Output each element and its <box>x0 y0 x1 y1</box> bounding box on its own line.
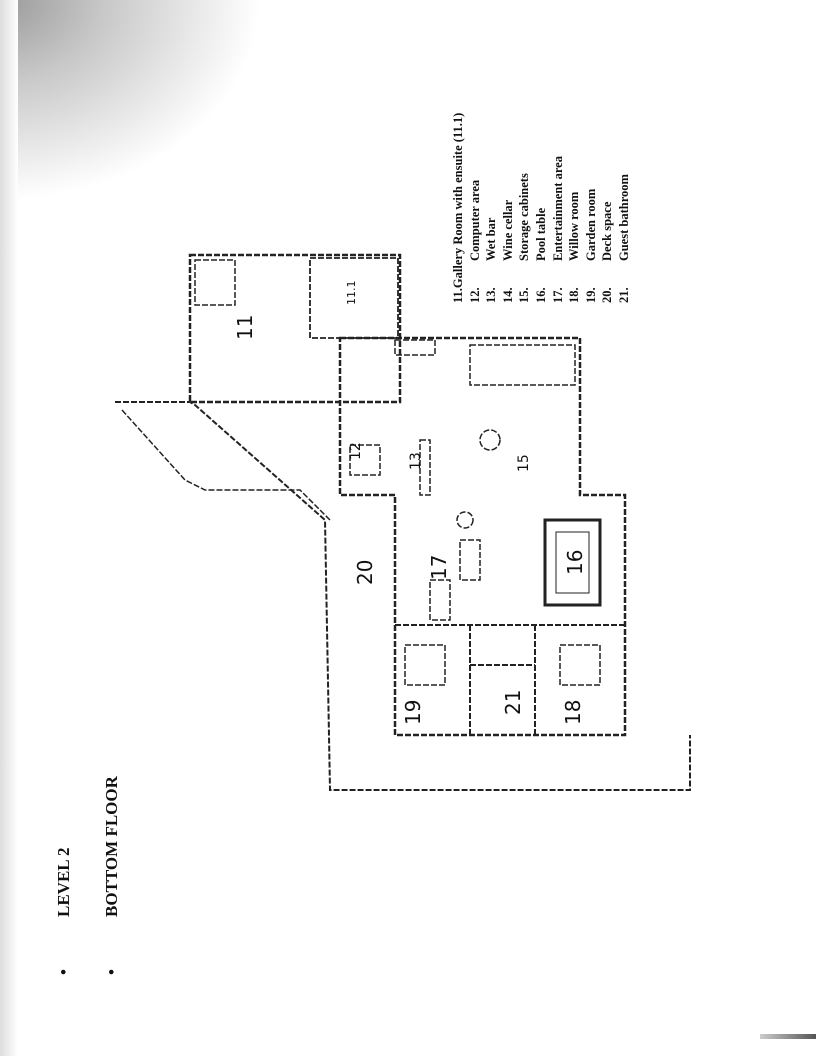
plan-label-11: 11 <box>233 315 257 340</box>
legend-num: 21. <box>616 287 631 303</box>
scan-edge <box>0 0 18 1056</box>
room-11-wall <box>188 253 402 404</box>
legend-item: 19. Garden room <box>583 128 600 303</box>
central-wall <box>338 336 627 737</box>
title-item: • BOTTOM FLOOR <box>92 745 140 975</box>
legend-num: 18. <box>567 287 582 303</box>
legend-item: 12. Computer area <box>467 128 484 303</box>
plan-label-12: 12 <box>348 442 364 460</box>
legend-label: Gallery Room with ensuite (11.1) <box>451 112 465 289</box>
plan-label-11-1: 11.1 <box>345 281 358 306</box>
legend-label: Pool table <box>533 207 548 261</box>
deck-inner <box>121 409 331 521</box>
legend-label: Computer area <box>467 179 482 261</box>
legend-num: 11. <box>451 288 465 303</box>
legend-item: 17. Entertainment area <box>550 128 567 303</box>
plan-label-17: 17 <box>427 555 451 580</box>
legend-label: Guest bathroom <box>616 174 631 261</box>
legend-num: 12. <box>467 287 482 303</box>
plan-label-16: 16 <box>563 550 587 575</box>
legend-item: 18. Willow room <box>566 128 583 303</box>
legend-item: 20. Deck space <box>599 128 616 303</box>
legend-num: 17. <box>550 287 565 303</box>
room-legend: 11.Gallery Room with ensuite (11.1) 12. C… <box>450 113 633 303</box>
title-floor: BOTTOM FLOOR <box>102 776 121 917</box>
legend-item: 11.Gallery Room with ensuite (11.1) <box>450 113 467 303</box>
legend-label: Entertainment area <box>550 156 565 261</box>
legend-label: Wine cellar <box>500 199 515 261</box>
plan-label-13: 13 <box>408 452 424 470</box>
legend-item: 15. Storage cabinets <box>516 128 533 303</box>
legend-item: 14. Wine cellar <box>500 128 517 303</box>
legend-label: Deck space <box>600 201 615 261</box>
legend-label: Wet bar <box>484 217 499 261</box>
plan-label-18: 18 <box>561 700 585 725</box>
legend-label: Storage cabinets <box>517 173 532 261</box>
legend-num: 20. <box>600 287 615 303</box>
legend-item: 16. Pool table <box>533 128 550 303</box>
title-item: • LEVEL 2 <box>44 745 92 975</box>
page-title-list: • LEVEL 2 • BOTTOM FLOOR <box>44 745 140 975</box>
legend-num: 19. <box>583 287 598 303</box>
lower-rooms-wall <box>395 624 625 735</box>
bullet-icon: • <box>102 969 121 975</box>
legend-num: 15. <box>517 287 532 303</box>
pool-table <box>543 518 602 607</box>
legend-num: 13. <box>484 287 499 303</box>
plan-label-15: 15 <box>516 454 532 472</box>
plan-label-19: 19 <box>401 700 425 725</box>
plan-label-20: 20 <box>353 560 377 585</box>
legend-num: 16. <box>533 287 548 303</box>
legend-label: Garden room <box>583 188 598 261</box>
plan-label-21: 21 <box>501 690 525 715</box>
legend-item: 21. Guest bathroom <box>616 128 633 303</box>
legend-item: 13. Wet bar <box>483 128 500 303</box>
legend-num: 14. <box>500 287 515 303</box>
deck-outline <box>115 401 691 791</box>
title-level: LEVEL 2 <box>54 847 73 917</box>
bullet-icon: • <box>54 969 73 975</box>
legend-label: Willow room <box>567 191 582 261</box>
scan-artifact <box>760 1034 816 1039</box>
